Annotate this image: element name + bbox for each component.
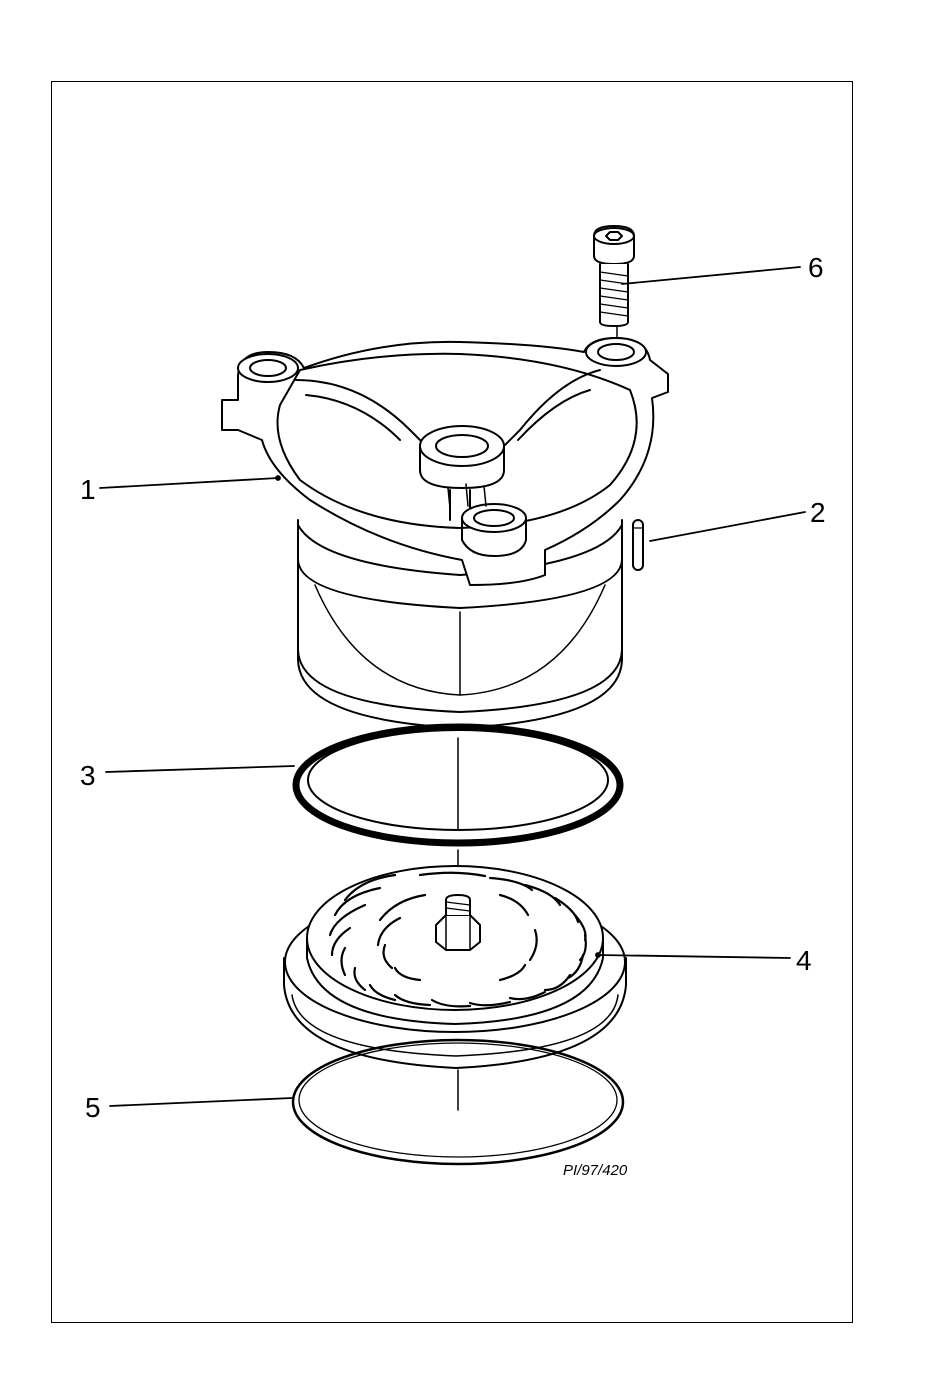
leader-6 <box>622 267 800 284</box>
callout-label-5: 5 <box>85 1092 101 1123</box>
housing-part <box>222 338 668 728</box>
leader-5 <box>110 1098 292 1106</box>
leader-1 <box>100 478 278 488</box>
leader-2 <box>650 512 805 541</box>
callout-label-3: 3 <box>80 760 96 791</box>
callout-label-2: 2 <box>810 497 826 528</box>
cap-screw-part <box>594 226 634 326</box>
callout-label-4: 4 <box>796 945 812 976</box>
callout-label-1: 1 <box>80 474 96 505</box>
pin-part <box>633 520 643 570</box>
figure-reference-code: PI/97/420 <box>563 1162 628 1179</box>
leader-3 <box>106 766 294 772</box>
valve-plate-part <box>284 866 626 1068</box>
callout-label-6: 6 <box>808 252 824 283</box>
